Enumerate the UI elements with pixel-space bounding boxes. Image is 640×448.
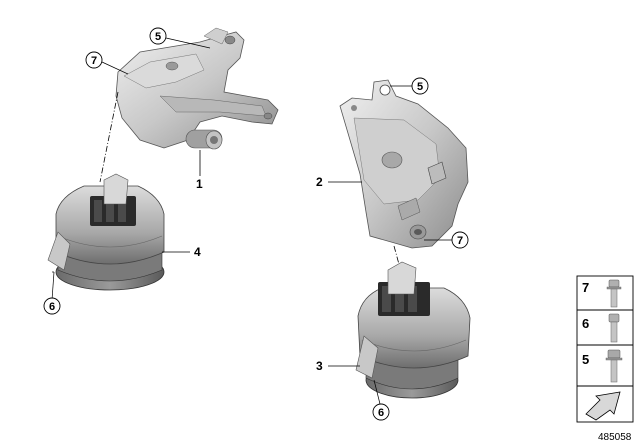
callout-part1: 1 [196,150,203,191]
bolt-stud-icon [608,313,620,343]
part2-label: 2 [316,175,323,189]
diagram-id: 485058 [598,432,632,443]
callout-5-top-label: 5 [155,31,161,43]
part1-label: 1 [196,177,203,191]
callout-7-left: 7 [85,51,129,75]
callout-7-right-label: 7 [457,235,463,247]
bolt-hex-icon [605,349,623,383]
part3-label: 3 [316,359,323,373]
callout-part3: 3 [316,359,360,373]
callout-6-left: 6 [43,271,61,315]
bolt-flanged-icon [606,279,622,308]
fastener-legend: 7 6 5 [576,275,634,423]
callout-5-right-label: 5 [417,81,423,93]
engine-mount-left [47,173,165,291]
callout-6-right: 6 [372,379,390,421]
legend-num-6: 6 [582,316,589,331]
callout-6-right-label: 6 [378,407,384,419]
callout-5-right: 5 [390,77,429,95]
engine-mount-right [355,261,471,399]
callout-5-top: 5 [149,27,211,49]
part4-label: 4 [194,245,201,259]
legend-num-7: 7 [582,280,589,295]
callout-7-right: 7 [424,231,469,249]
legend-num-5: 5 [582,352,589,367]
callout-6-left-label: 6 [49,301,55,313]
centerline-left [99,91,119,183]
callout-part4: 4 [162,245,201,259]
callout-7-left-label: 7 [91,55,97,67]
engine-bracket-right [339,79,469,249]
callout-part2: 2 [316,175,362,189]
orientation-arrow-icon [585,391,621,421]
engine-bracket-left [115,27,279,150]
